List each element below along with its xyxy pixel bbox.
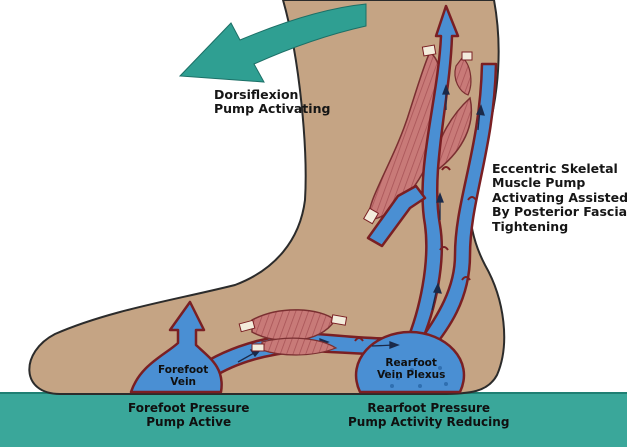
valve bbox=[467, 196, 477, 201]
forefoot-pressure-line-2: Pump Active bbox=[146, 414, 232, 429]
forefoot-vein-line-2: Vein bbox=[170, 376, 197, 389]
forefoot-pressure-line-1: Forefoot Pressure bbox=[128, 401, 250, 415]
tendon-tip bbox=[251, 343, 265, 352]
tendon-tip bbox=[330, 314, 348, 326]
rearfoot-pressure-line-1: Rearfoot Pressure bbox=[367, 401, 491, 415]
forefoot-vein bbox=[129, 300, 223, 394]
eccentric-line-4: By Posterior Fascial bbox=[492, 204, 627, 220]
tendon-tip bbox=[362, 207, 380, 225]
dorsiflexion-arrow bbox=[178, 3, 367, 83]
valve bbox=[354, 337, 364, 342]
dorsiflexion-label: Dorsiflexion Pump Activating bbox=[214, 87, 331, 117]
rearfoot-vein-plexus bbox=[354, 330, 466, 394]
flow-arrows bbox=[237, 84, 485, 363]
eccentric-line-2: Muscle Pump bbox=[492, 175, 586, 191]
eccentric-line-5: Tightening bbox=[492, 218, 569, 234]
rearfoot-pressure-line-2: Pump Activity Reducing bbox=[348, 414, 510, 429]
calf-muscle-upper bbox=[454, 57, 472, 96]
forefoot-vein-label: Forefoot Vein bbox=[158, 364, 208, 388]
rearfoot-pressure-label: Rearfoot Pressure Pump Activity Reducing bbox=[348, 401, 510, 430]
forefoot-pressure-label: Forefoot Pressure Pump Active bbox=[128, 401, 250, 430]
dorsiflexion-line-1: Dorsiflexion bbox=[214, 87, 299, 102]
ground bbox=[0, 393, 627, 447]
valve bbox=[441, 166, 451, 171]
forefoot-vein-line-1: Forefoot bbox=[158, 364, 209, 376]
rearfoot-plexus-line-2: Vein Plexus bbox=[377, 369, 446, 382]
plantar-muscle-lower bbox=[261, 337, 338, 356]
tendon-tip bbox=[421, 44, 437, 57]
tendon-tip bbox=[461, 51, 473, 61]
tendon-tip bbox=[238, 319, 256, 333]
rearfoot-plexus-line-1: Rearfoot bbox=[385, 357, 437, 369]
eccentric-line-1: Eccentric Skeletal bbox=[492, 161, 618, 176]
valve bbox=[461, 276, 471, 281]
plexus-dots bbox=[383, 366, 448, 388]
valve bbox=[439, 246, 449, 251]
rearfoot-plexus-label: Rearfoot Vein Plexus bbox=[377, 357, 445, 381]
calf-branch-vein bbox=[366, 184, 427, 248]
eccentric-muscle-pump-label: Eccentric Skeletal Muscle Pump Activatin… bbox=[492, 161, 627, 234]
dorsiflexion-line-2: Pump Activating bbox=[214, 101, 331, 117]
eccentric-line-3: Activating Assisted bbox=[492, 189, 627, 205]
